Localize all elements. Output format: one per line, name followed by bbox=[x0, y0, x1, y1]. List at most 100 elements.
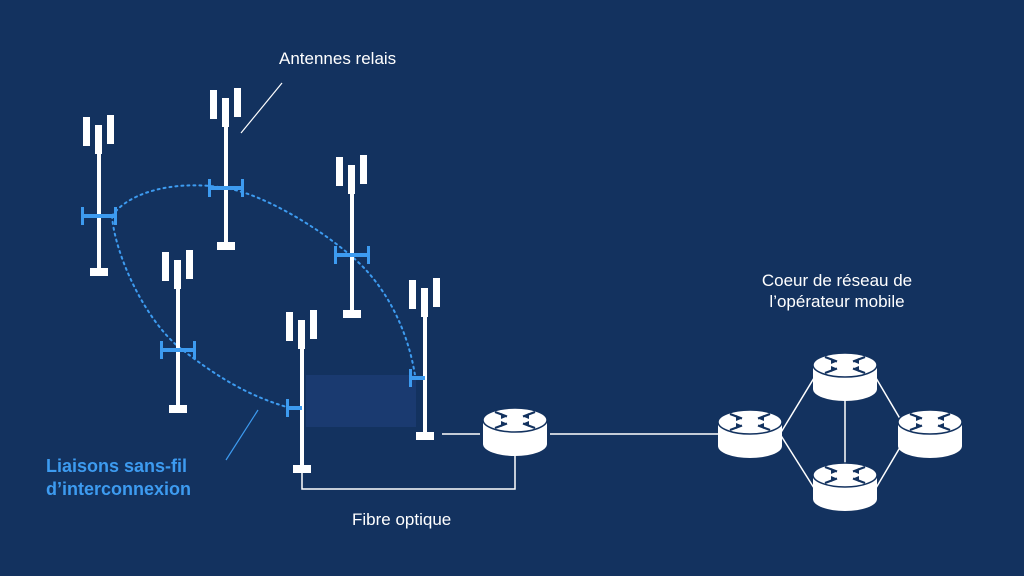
tower-base bbox=[217, 242, 235, 250]
microwave-dish-icon bbox=[208, 179, 244, 197]
antenna-panel bbox=[433, 278, 440, 307]
router-top bbox=[812, 352, 878, 378]
antenna-panel bbox=[210, 90, 217, 119]
microwave-dish-icon bbox=[114, 207, 117, 225]
microwave-dish-icon bbox=[409, 369, 425, 387]
wireless-callout-line bbox=[225, 409, 259, 461]
fiber-optic-label: Fibre optique bbox=[352, 510, 452, 529]
router-arrow-head bbox=[916, 423, 922, 429]
router-arrow-head bbox=[501, 421, 507, 427]
faint-panel bbox=[306, 375, 416, 427]
fiber-optic-line bbox=[301, 455, 516, 490]
router-icon bbox=[812, 462, 878, 511]
antenna-panel bbox=[360, 155, 367, 184]
antenna-panel bbox=[348, 165, 355, 194]
microwave-dish-icon bbox=[210, 186, 242, 190]
microwave-dish-icon bbox=[334, 246, 370, 264]
antenna-panel bbox=[234, 88, 241, 117]
router-icon bbox=[812, 352, 878, 401]
antenna-panel bbox=[107, 115, 114, 144]
router-arrow-head bbox=[758, 415, 764, 421]
core-link-1 bbox=[779, 377, 815, 435]
tower-base bbox=[343, 310, 361, 318]
wireless-link-dotted-ring bbox=[111, 184, 416, 409]
antenna-panel bbox=[421, 288, 428, 317]
microwave-dish-icon bbox=[81, 207, 117, 225]
microwave-dish-icon bbox=[286, 399, 302, 417]
router-arrow-head bbox=[736, 423, 742, 429]
tower-mast bbox=[350, 193, 354, 310]
wireless-links-label-line1: Liaisons sans-fil bbox=[46, 456, 188, 476]
router-arrow-head bbox=[853, 476, 859, 482]
microwave-dish-icon bbox=[288, 406, 302, 410]
cell-tower-icon bbox=[409, 278, 440, 440]
microwave-dish-icon bbox=[336, 253, 368, 257]
microwave-dish-icon bbox=[208, 179, 211, 197]
cell-tower-icon bbox=[286, 310, 317, 473]
antennas-callout-line bbox=[240, 82, 283, 134]
antennas-label: Antennes relais bbox=[279, 49, 397, 68]
antenna-panel bbox=[95, 125, 102, 154]
tower-base bbox=[293, 465, 311, 473]
antenna-panel bbox=[310, 310, 317, 339]
antenna-panel bbox=[162, 252, 169, 281]
microwave-dish-icon bbox=[160, 341, 196, 359]
router-arrow-head bbox=[758, 423, 764, 429]
core-link-5 bbox=[875, 443, 903, 489]
router-arrow-head bbox=[523, 421, 529, 427]
router-arrow-head bbox=[831, 358, 837, 364]
router-arrow-head bbox=[853, 366, 859, 372]
core-network-label-line1: Coeur de réseau de bbox=[761, 271, 913, 290]
core-link-4 bbox=[875, 377, 903, 423]
microwave-dish-icon bbox=[241, 179, 244, 197]
microwave-dish-icon bbox=[162, 348, 194, 352]
router-arrow-head bbox=[916, 415, 922, 421]
tower-base bbox=[169, 405, 187, 413]
antenna-panel bbox=[174, 260, 181, 289]
router-icon bbox=[717, 409, 783, 458]
router-arrow-head bbox=[831, 476, 837, 482]
microwave-dish-icon bbox=[81, 207, 84, 225]
router-arrow-head bbox=[853, 358, 859, 364]
core-link-2 bbox=[779, 433, 815, 489]
antenna-panel bbox=[222, 98, 229, 127]
wireless-links-label: Liaisons sans-fil d’interconnexion bbox=[46, 455, 191, 500]
tower-base bbox=[416, 432, 434, 440]
antenna-panel bbox=[298, 320, 305, 349]
microwave-dish-icon bbox=[409, 369, 412, 387]
cell-tower-icon bbox=[160, 250, 196, 413]
router-arrow-head bbox=[523, 413, 529, 419]
antenna-panel bbox=[186, 250, 193, 279]
microwave-dish-icon bbox=[286, 399, 289, 417]
tower-mast bbox=[224, 126, 228, 242]
router-arrow-head bbox=[938, 423, 944, 429]
antenna-panel bbox=[336, 157, 343, 186]
microwave-dish-icon bbox=[83, 214, 115, 218]
tower-base bbox=[90, 268, 108, 276]
router-arrow-head bbox=[853, 468, 859, 474]
microwave-dish-icon bbox=[334, 246, 337, 264]
connection-lines bbox=[111, 82, 903, 490]
router-top bbox=[717, 409, 783, 435]
microwave-dish-icon bbox=[160, 341, 163, 359]
microwave-dish-icon bbox=[193, 341, 196, 359]
microwave-dish-icon bbox=[411, 376, 425, 380]
microwave-dish-icon bbox=[367, 246, 370, 264]
router-arrow-head bbox=[501, 413, 507, 419]
router-top bbox=[482, 407, 548, 433]
tower-mast bbox=[97, 153, 101, 268]
router-icon bbox=[482, 407, 548, 456]
core-network-label-line2: l’opérateur mobile bbox=[769, 292, 905, 312]
antenna-panel bbox=[286, 312, 293, 341]
tower-mast bbox=[423, 316, 427, 432]
cell-tower-icon bbox=[81, 115, 117, 276]
antenna-panel bbox=[409, 280, 416, 309]
router-top bbox=[812, 462, 878, 488]
router-arrow-head bbox=[831, 468, 837, 474]
router-top bbox=[897, 409, 963, 435]
cell-tower-icon bbox=[334, 155, 370, 318]
router-arrow-head bbox=[831, 366, 837, 372]
router-arrow-head bbox=[938, 415, 944, 421]
